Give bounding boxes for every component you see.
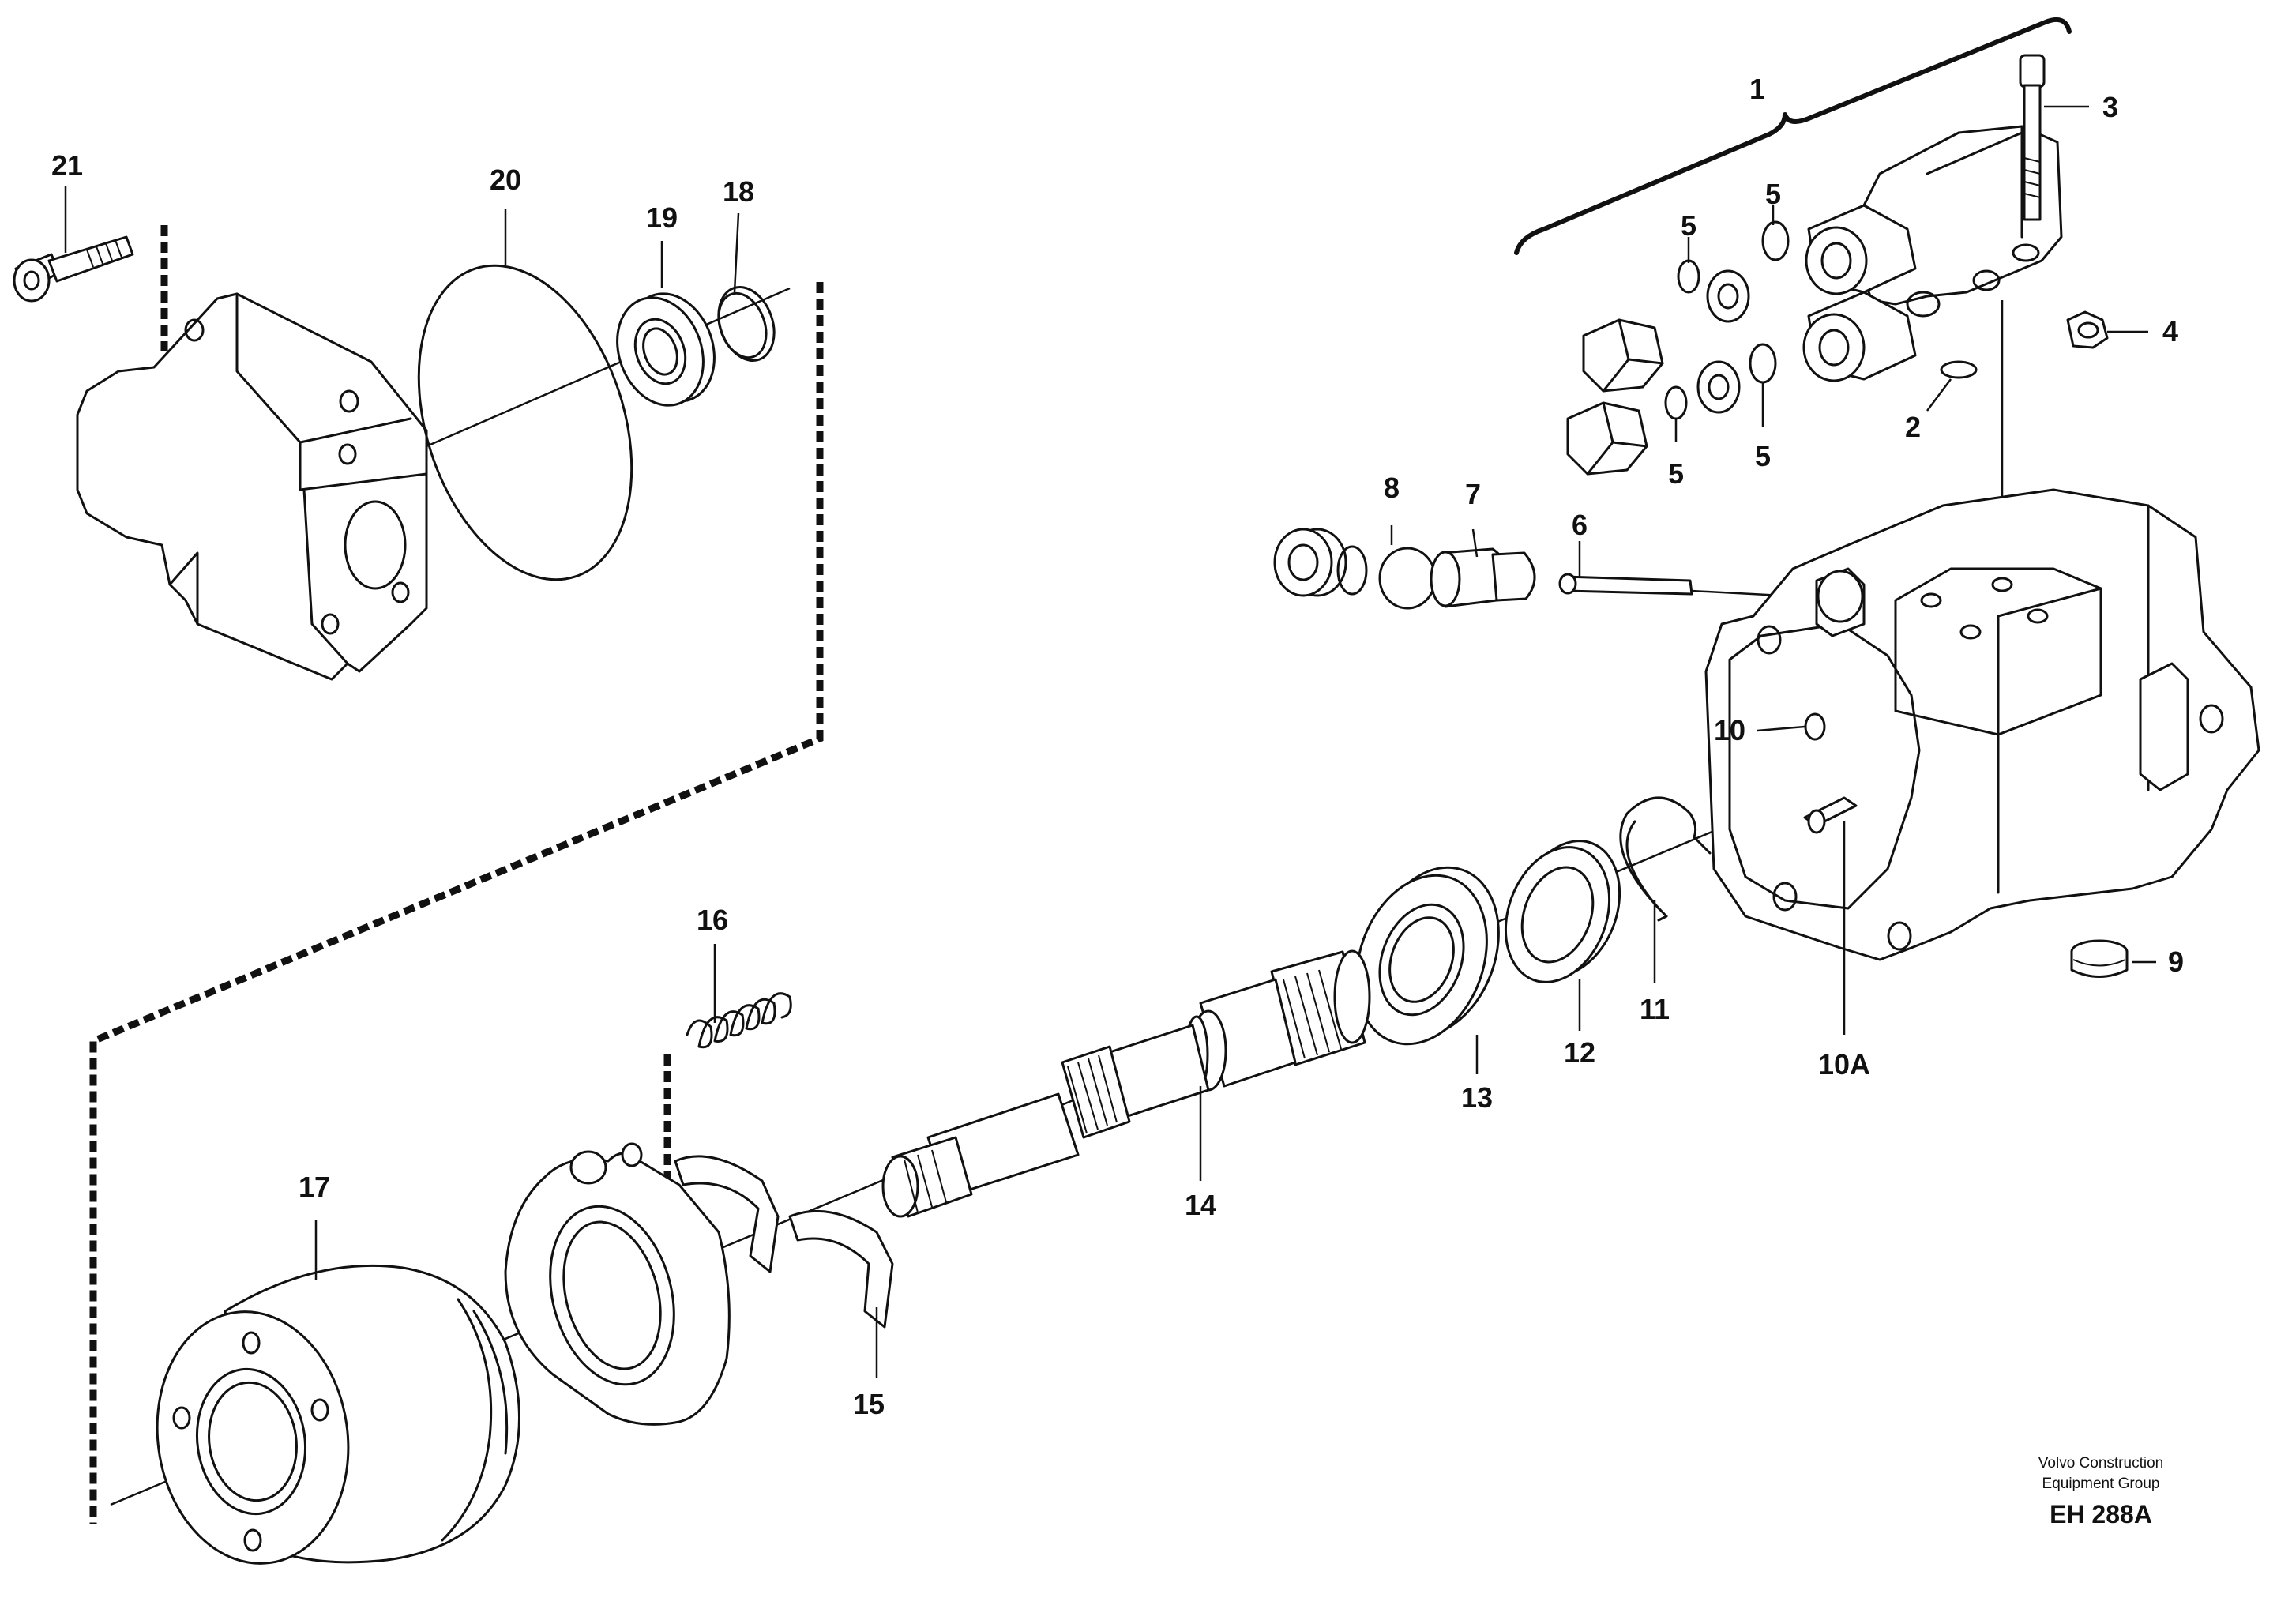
callout-4: 4 [2162,315,2178,348]
swash-plate [504,1142,731,1426]
compression-spring [686,992,792,1049]
drawing-credit-block: Volvo Construction Equipment Group EH 28… [2038,1455,2163,1528]
leader-lines [64,17,2156,1378]
callout-1: 1 [1749,73,1765,105]
callout-20: 20 [490,164,521,196]
callout-16: 16 [697,904,728,936]
callout-2: 2 [1905,411,1921,443]
o-ring-2 [1940,360,1978,379]
hex-plug [2066,310,2109,349]
callout-12: 12 [1564,1036,1595,1069]
credit-line-2: Equipment Group [2042,1476,2160,1492]
dashed-assembly-lines [89,225,824,1524]
callout-7: 7 [1465,478,1481,510]
callout-labels: 1 3 4 2 5 5 5 5 6 7 8 9 10 10A 11 12 13 … [51,73,2184,1420]
callout-5-lower-right: 5 [1755,440,1771,472]
callout-5-upper-left: 5 [1681,209,1696,242]
callout-3: 3 [2102,91,2118,123]
callout-9: 9 [2168,945,2184,978]
valve-fittings [1566,220,1790,476]
callout-6: 6 [1572,509,1588,541]
callout-14: 14 [1185,1189,1216,1221]
cap-screw [13,235,134,303]
callout-13: 13 [1461,1081,1493,1114]
end-cover-housing [76,292,428,681]
callout-19: 19 [646,201,678,234]
callout-21: 21 [51,149,83,182]
o-ring-large [417,264,633,581]
o-ring-10 [1804,712,1826,741]
pump-housing [1704,488,2260,961]
cylinder-barrel [156,1264,520,1565]
retaining-ring-small [717,286,776,362]
callout-8: 8 [1384,472,1400,504]
callout-15: 15 [853,1388,885,1420]
callout-5-upper-right: 5 [1765,178,1781,210]
threaded-plug [2070,939,2129,978]
valve-cap-screw [2019,54,2046,221]
callout-17: 17 [299,1171,330,1203]
callout-10: 10 [1714,714,1745,746]
callout-11: 11 [1640,993,1670,1025]
valve-block [1802,125,2063,382]
slipper-shoes [674,1155,894,1329]
credit-line-1: Volvo Construction [2038,1455,2163,1472]
shaft-seal-group [1355,796,1712,1046]
callout-10a: 10A [1818,1048,1870,1081]
ball-bearing-small [616,292,716,407]
drawing-code: EH 288A [2050,1500,2152,1528]
drive-shaft [881,949,1371,1218]
callout-5-lower-left: 5 [1668,457,1684,490]
control-piston-group [1273,528,1693,610]
callout-18: 18 [723,175,754,208]
